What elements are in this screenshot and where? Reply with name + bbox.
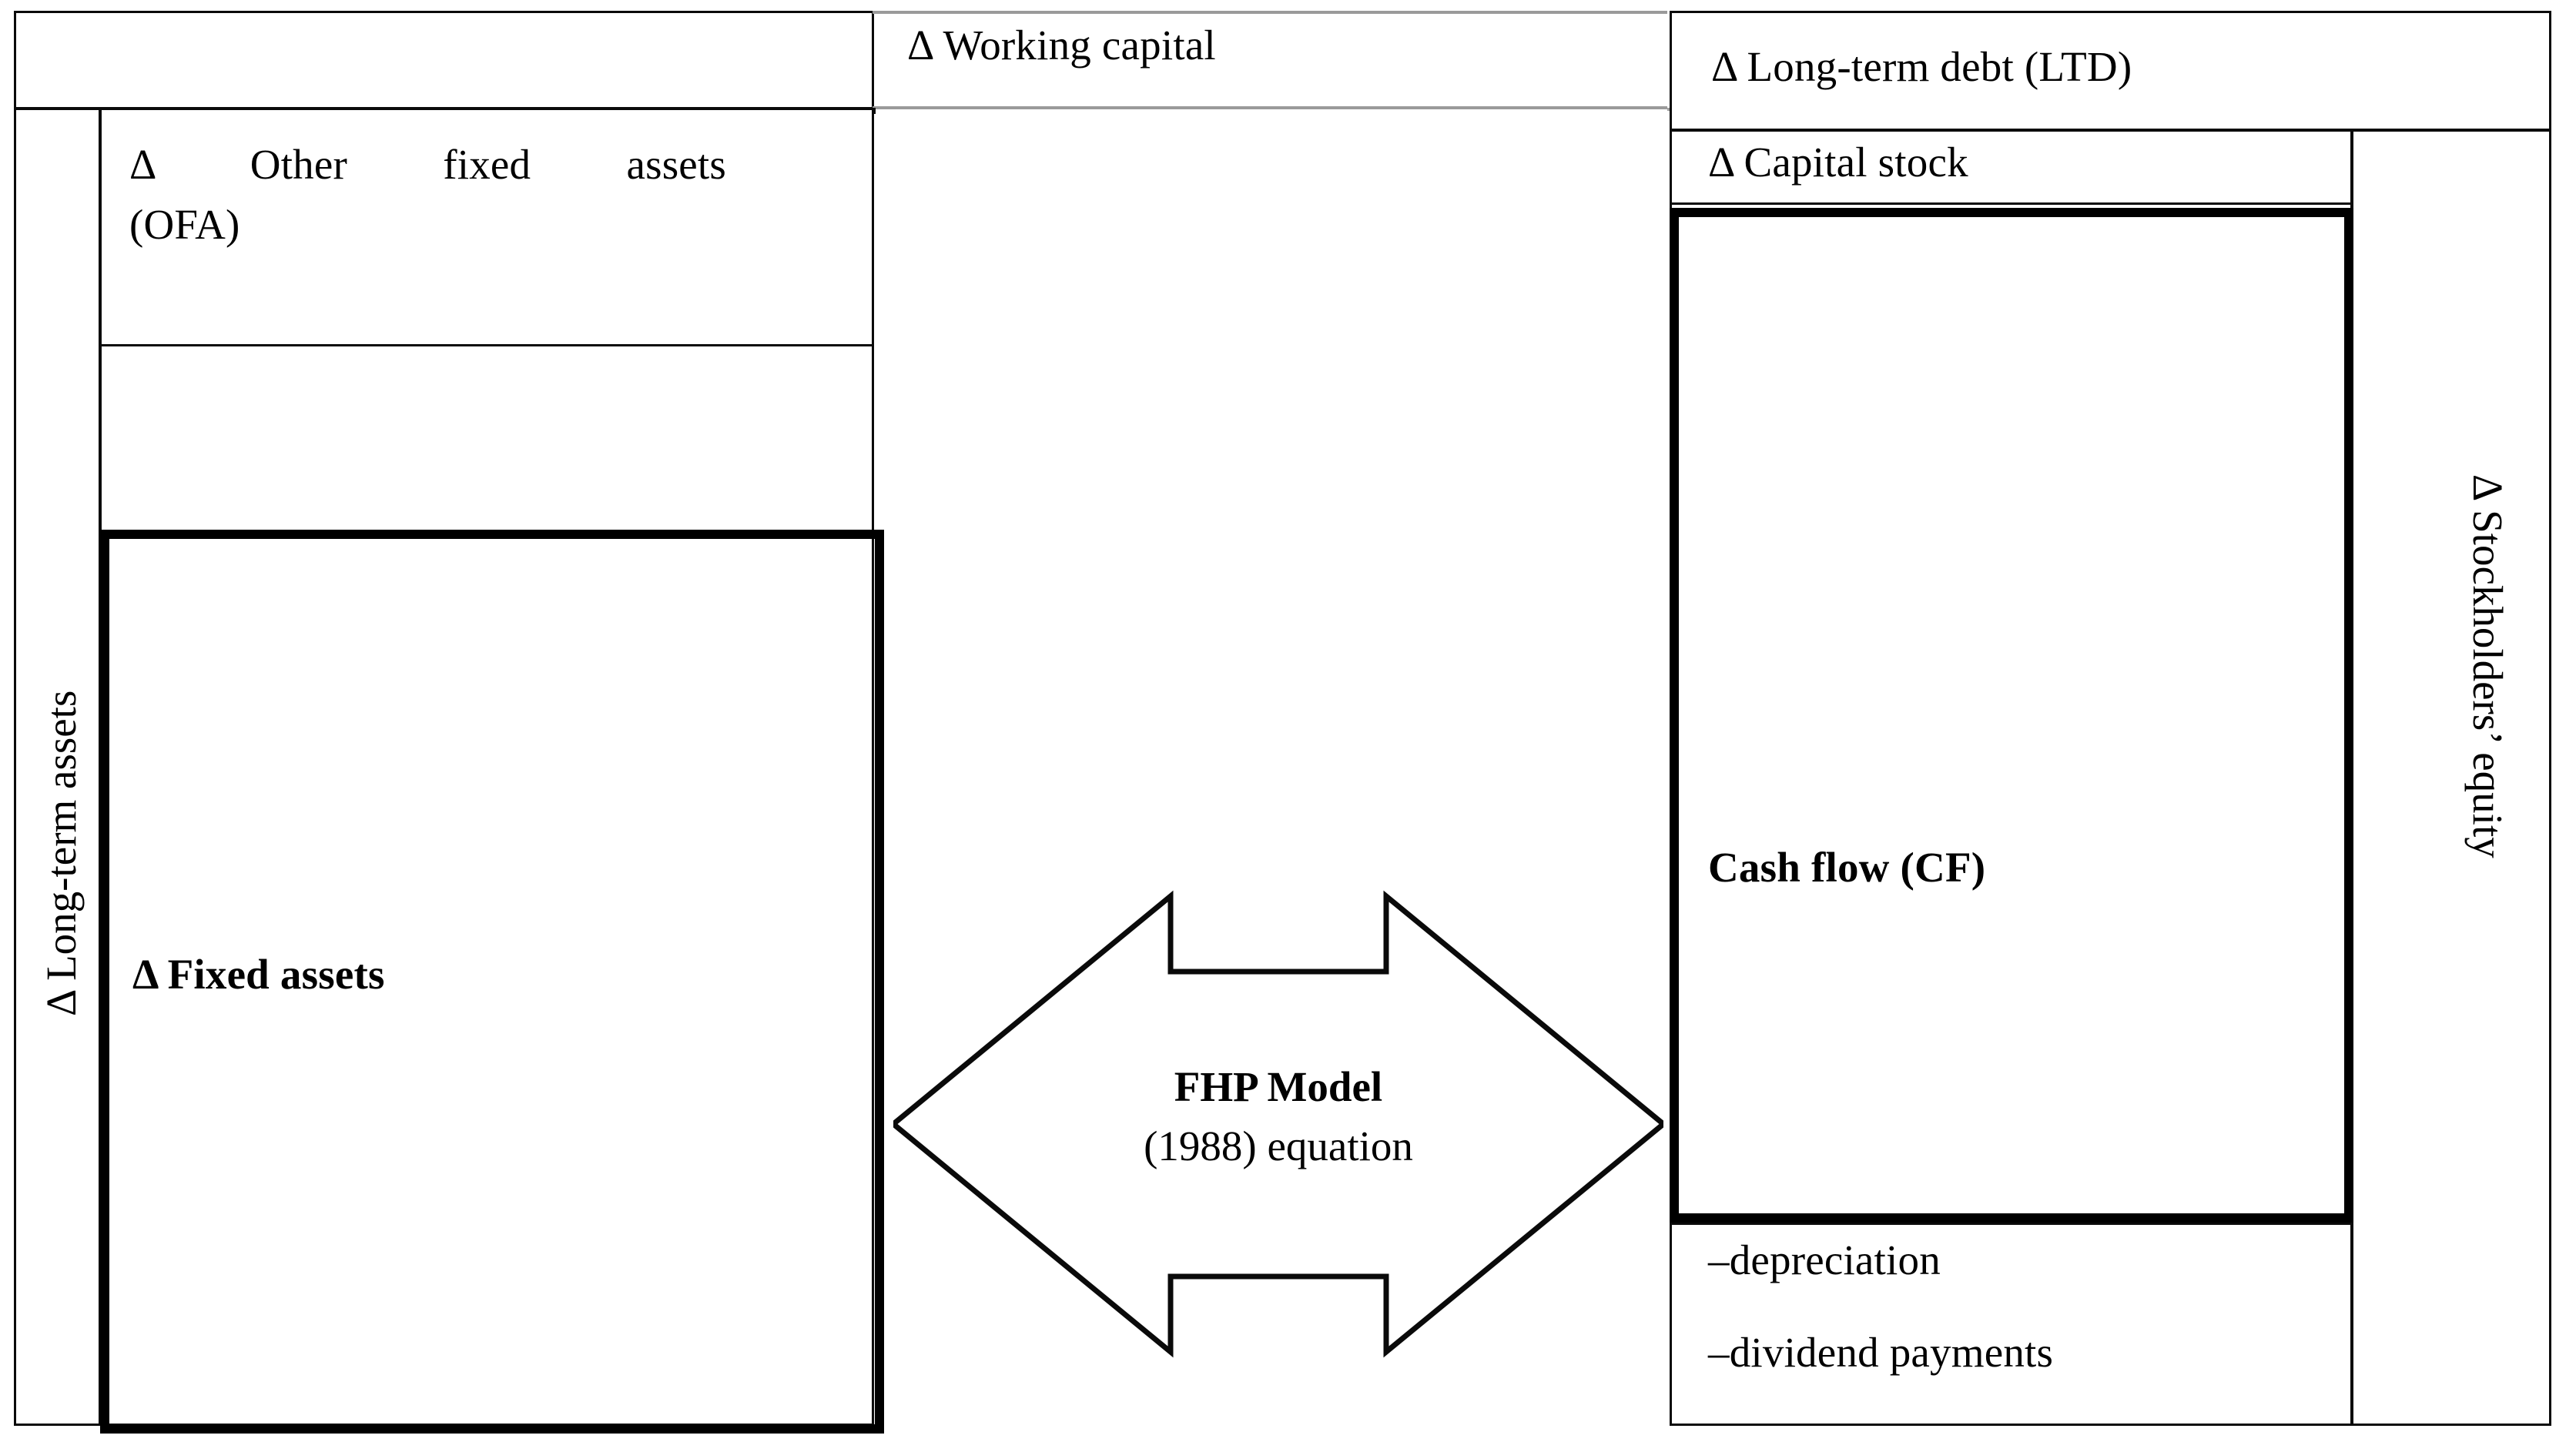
- cash-flow-box: [1670, 208, 2353, 1223]
- other-fixed-assets-label-line1: Δ Other fixed assets: [129, 141, 726, 188]
- working-capital-left-stub: [873, 108, 876, 114]
- deduction-depreciation: –depreciation: [1708, 1236, 1941, 1283]
- fixed-assets-box: [100, 530, 884, 1434]
- working-capital-right-stub: [1667, 108, 1671, 111]
- double-headed-arrow-icon: [893, 890, 1663, 1358]
- fhp-model-arrow: [893, 885, 1663, 1363]
- fixed-assets-label: Δ Fixed assets: [132, 951, 385, 998]
- working-capital-label: Δ Working capital: [907, 22, 1216, 69]
- long-term-assets-label: Δ Long-term assets: [38, 690, 85, 1016]
- capital-stock-cell: [1670, 129, 2353, 205]
- assets-top-empty-cell: [14, 11, 874, 109]
- other-fixed-assets-label-line2: (OFA): [129, 201, 240, 248]
- other-fixed-assets-cell: [99, 108, 874, 346]
- working-capital-cell: [873, 11, 1667, 109]
- cash-flow-label: Cash flow (CF): [1708, 844, 1986, 891]
- arrow-subtitle: (1988) equation: [1144, 1122, 1413, 1169]
- arrow-title: FHP Model: [1174, 1063, 1383, 1110]
- deduction-dividend-payments: –dividend payments: [1708, 1329, 2054, 1376]
- long-term-debt-label: Δ Long-term debt (LTD): [1711, 43, 2132, 90]
- stockholders-equity-label: Δ Stockholders’ equity: [2464, 474, 2511, 858]
- deductions-cell: [1670, 1223, 2353, 1426]
- capital-stock-label: Δ Capital stock: [1708, 139, 1968, 186]
